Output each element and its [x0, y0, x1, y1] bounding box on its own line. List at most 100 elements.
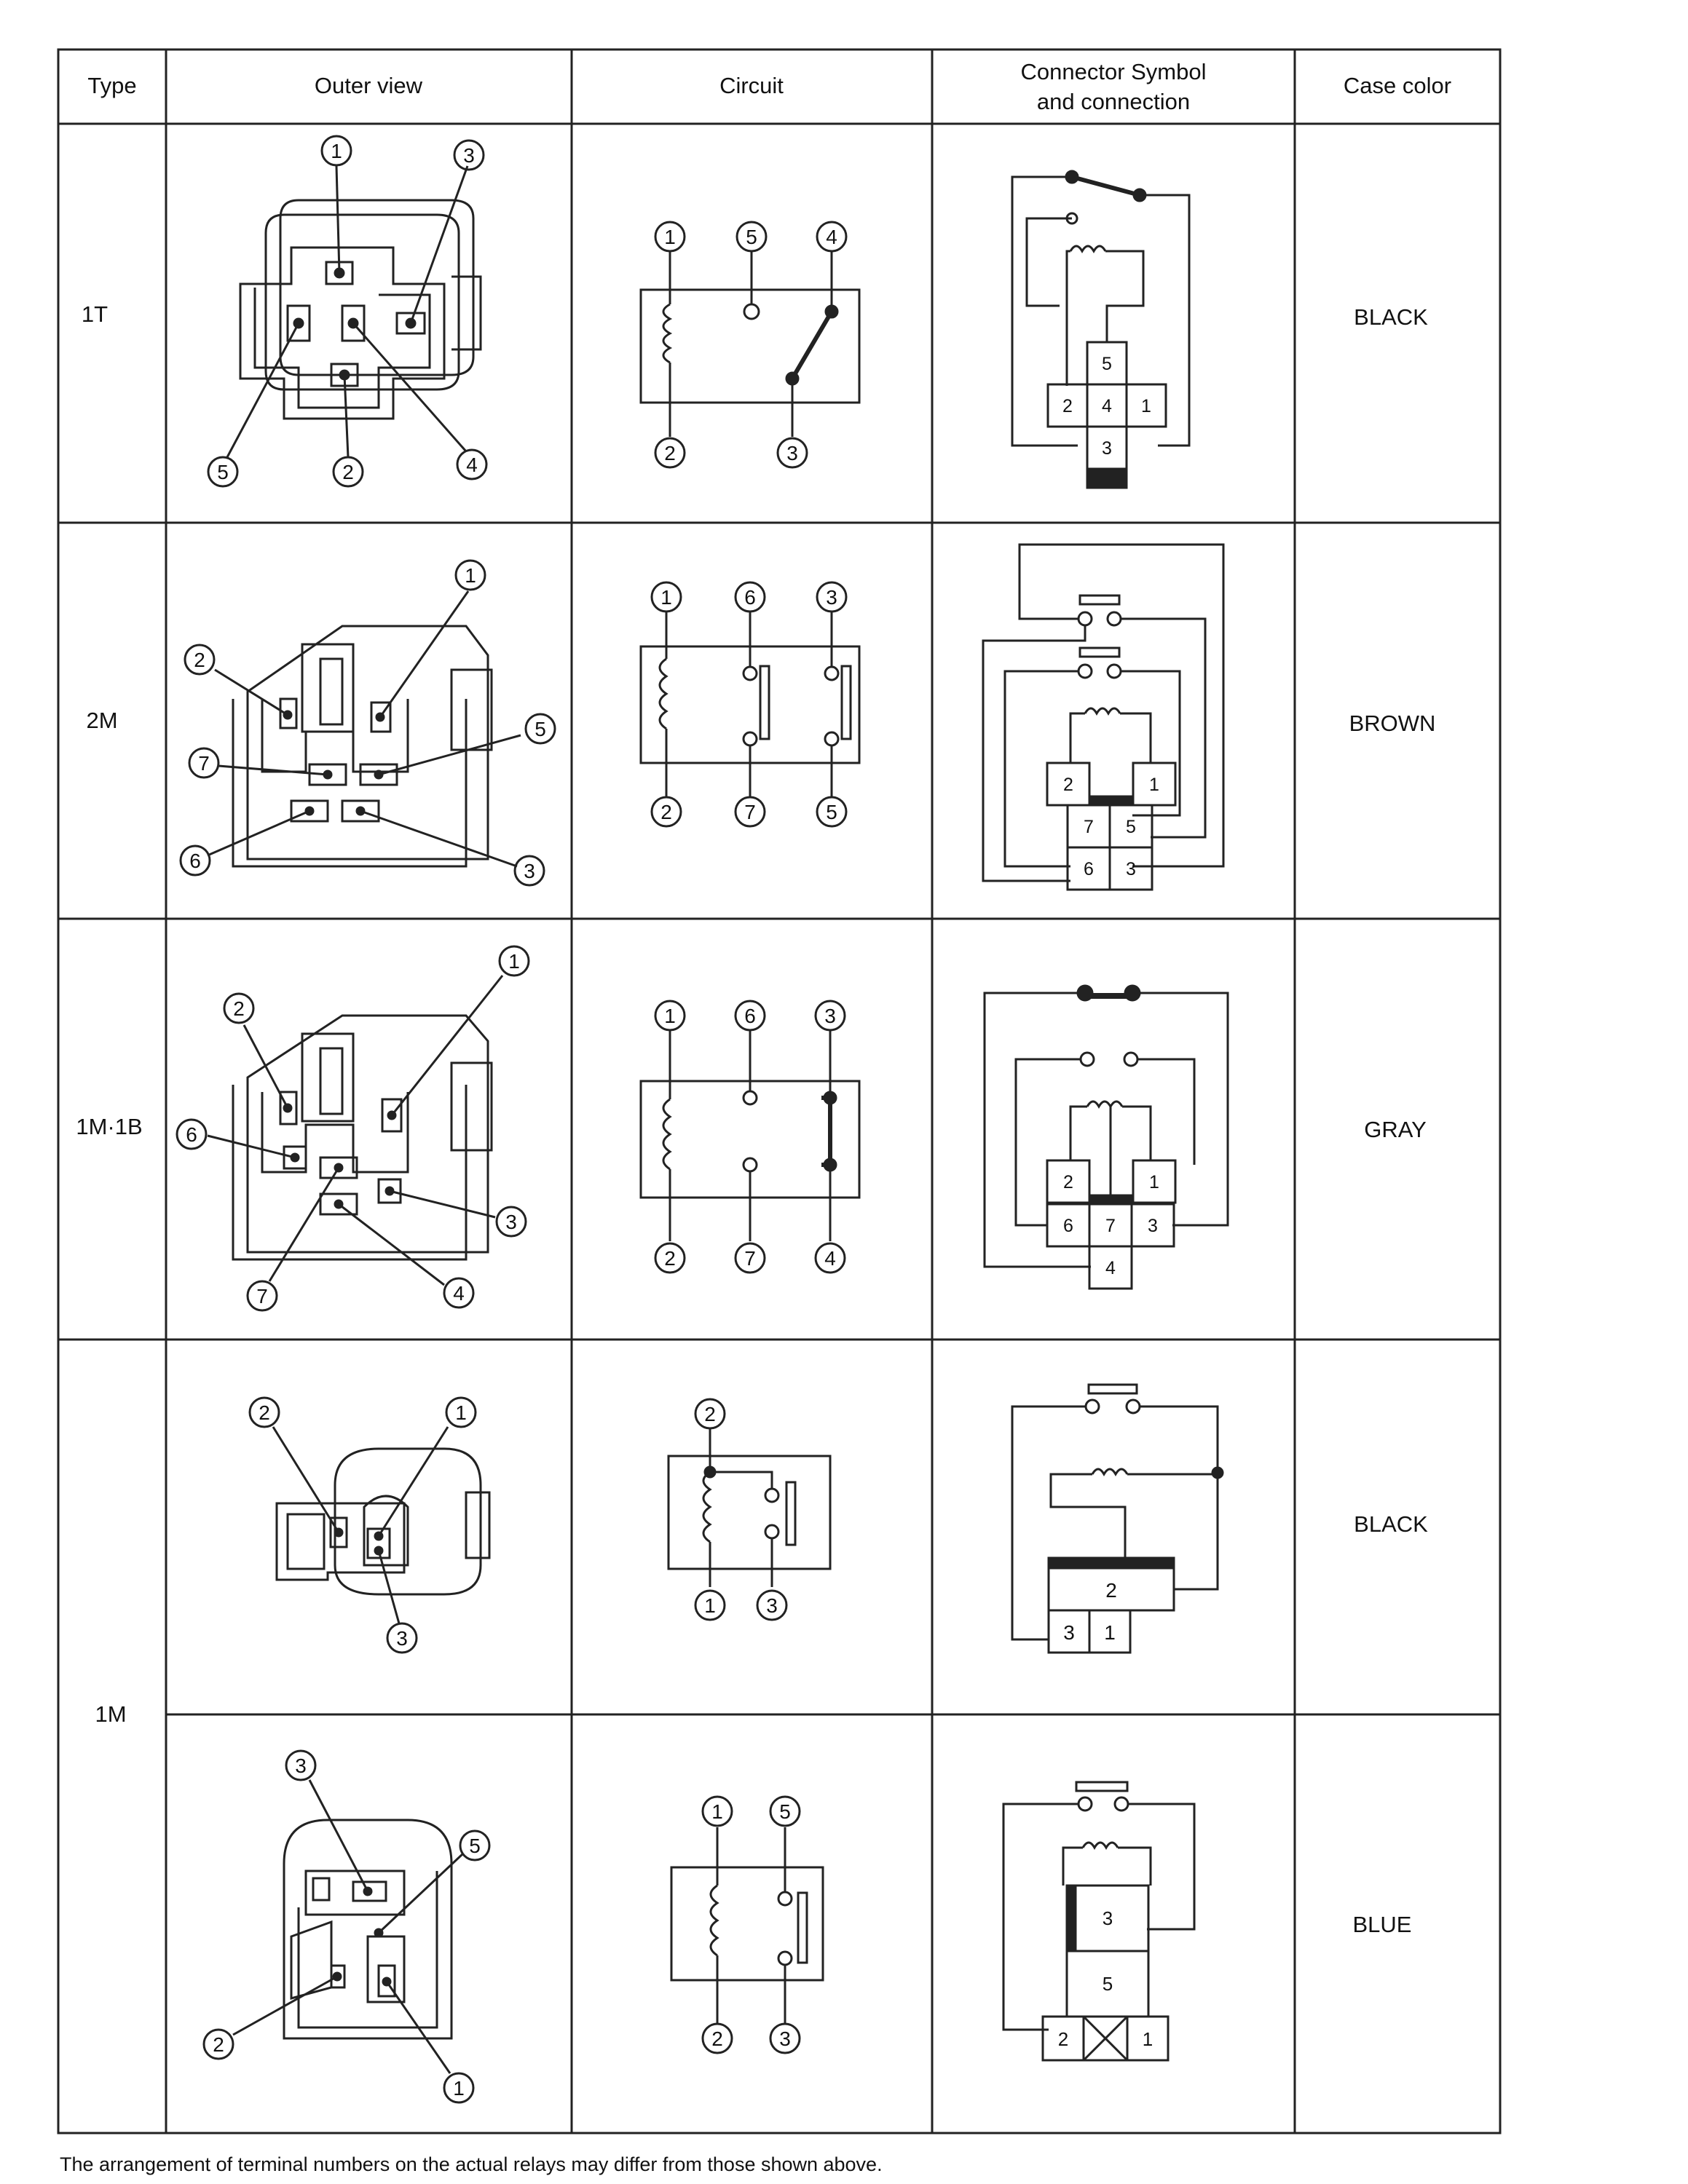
outer-labels-1t: 1 3 5 2 4	[207, 135, 488, 488]
connector-1m-black	[1011, 1383, 1224, 1654]
circuit-1m-blue-terminal: 3	[779, 2027, 791, 2050]
connector-1m-black-cell: 1	[1104, 1621, 1116, 1644]
outer-1m1b-label: 6	[186, 1123, 197, 1146]
connector-1m-blue	[1002, 1781, 1196, 2062]
outer-1m1b-label: 2	[233, 997, 245, 1020]
connector-cells-1m1b: 2 1 6 7 3 4	[1063, 1172, 1159, 1278]
connector-2m-cell: 2	[1063, 775, 1073, 795]
connector-1m1b-cell: 7	[1105, 1216, 1116, 1236]
circuit-terminals-1m-black: 2 1 3	[694, 1398, 788, 1621]
circuit-terminals-1m1b: 1 6 3 2 7 4	[654, 1000, 846, 1274]
type-1m: 1M	[95, 1701, 126, 1727]
circuit-1m1b-terminal: 7	[744, 1247, 756, 1270]
connector-1t-cell: 5	[1102, 354, 1112, 374]
circuit-1m-blue-terminal: 1	[711, 1800, 723, 1823]
connector-2m-cell: 5	[1126, 817, 1136, 837]
case-color-blue: BLUE	[1353, 1912, 1412, 1937]
connector-2m-cell: 6	[1084, 859, 1094, 879]
case-color-brown: BROWN	[1349, 711, 1436, 736]
circuit-1m-blue-terminal: 2	[711, 2027, 723, 2050]
outer-1m1b-label: 7	[256, 1285, 268, 1307]
connector-1t-cell: 1	[1141, 396, 1151, 416]
case-color-black: BLACK	[1354, 304, 1428, 330]
connector-1m-black-cell: 2	[1105, 1579, 1117, 1602]
connector-1m1b	[983, 984, 1229, 1290]
circuit-1m1b	[639, 1030, 861, 1241]
outer-1t-label: 1	[331, 140, 342, 162]
outer-2m-label: 2	[194, 649, 205, 671]
table-grid	[57, 48, 1502, 2134]
connector-1m-blue-cell: 3	[1103, 1907, 1113, 1929]
circuit-1t-terminal: 5	[746, 226, 757, 248]
circuit-2m-terminal: 7	[744, 801, 756, 823]
header-connector-line1: Connector Symbol	[1020, 59, 1206, 84]
circuit-2m	[639, 612, 861, 797]
circuit-1t-terminal: 4	[826, 226, 837, 248]
connector-1t-cell: 4	[1102, 396, 1112, 416]
outer-1m1b-label: 1	[508, 950, 520, 973]
outer-1m-black-label: 3	[396, 1627, 408, 1650]
connector-2m-cell: 1	[1149, 775, 1159, 795]
connector-cells-1m-blue: 3 5 2 1	[1058, 1907, 1153, 2050]
circuit-1m-black-terminal: 2	[704, 1403, 716, 1425]
table-header: Type Outer view Circuit Connector Symbol…	[87, 59, 1451, 114]
circuit-1t	[639, 251, 861, 437]
header-circuit: Circuit	[719, 73, 784, 98]
outer-1m-black-label: 2	[259, 1401, 270, 1424]
footnote: The arrangement of terminal numbers on t…	[60, 2153, 883, 2175]
connector-cells-1t: 5 2 4 1 3	[1062, 354, 1151, 459]
connector-1m-blue-cell: 2	[1058, 2028, 1068, 2050]
circuit-1m-black	[667, 1428, 832, 1587]
outer-1t-label: 4	[466, 454, 478, 476]
connector-1t-cell: 2	[1062, 396, 1073, 416]
case-color-gray: GRAY	[1364, 1117, 1427, 1142]
outer-2m-label: 7	[198, 752, 210, 775]
circuit-1m-blue	[670, 1827, 824, 2024]
circuit-terminals-1m-blue: 1 5 2 3	[701, 1795, 801, 2054]
circuit-2m-terminal: 5	[826, 801, 837, 823]
connector-cells-1m-black: 2 3 1	[1063, 1579, 1117, 1644]
header-outer-view: Outer view	[315, 73, 423, 98]
outer-1m1b-label: 4	[453, 1282, 465, 1305]
outer-labels-1m1b: 1 2 6 3 7 4	[175, 945, 530, 1312]
connector-1m1b-cell: 3	[1148, 1216, 1158, 1236]
connector-1m1b-cell: 2	[1063, 1172, 1073, 1192]
type-1t: 1T	[82, 301, 108, 327]
circuit-2m-terminal: 1	[660, 586, 672, 609]
connector-cells-2m: 2 1 7 5 6 3	[1063, 775, 1159, 879]
outer-1m-blue-label: 1	[453, 2077, 465, 2100]
connector-1t	[1011, 170, 1191, 489]
circuit-1t-terminal: 3	[786, 442, 798, 464]
type-column: 1T 2M 1M·1B 1M	[76, 301, 142, 1727]
connector-2m	[982, 543, 1225, 891]
type-2m: 2M	[86, 708, 117, 733]
circuit-1m-black-terminal: 1	[704, 1594, 716, 1617]
connector-1m1b-cell: 1	[1149, 1172, 1159, 1192]
circuit-terminals-2m: 1 6 3 2 7 5	[650, 581, 848, 828]
circuit-1m1b-terminal: 2	[664, 1247, 676, 1270]
type-1m-1b: 1M·1B	[76, 1114, 142, 1139]
connector-1m-blue-cell: 1	[1143, 2028, 1153, 2050]
case-color-black-2: BLACK	[1354, 1511, 1428, 1537]
circuit-2m-terminal: 6	[744, 586, 756, 609]
outer-1m-blue-label: 2	[213, 2033, 224, 2056]
circuit-1m-black-terminal: 3	[766, 1594, 778, 1617]
circuit-1m1b-terminal: 4	[824, 1247, 836, 1270]
circuit-1m1b-terminal: 3	[824, 1005, 836, 1027]
connector-1m1b-cell: 4	[1105, 1258, 1116, 1278]
outer-view-1m-blue	[232, 1779, 464, 2074]
outer-view-1m1b	[207, 975, 504, 1286]
connector-1t-cell: 3	[1102, 438, 1112, 459]
header-connector-line2: and connection	[1037, 89, 1190, 114]
outer-1t-label: 5	[217, 461, 229, 483]
outer-view-1m-black	[272, 1426, 491, 1624]
circuit-terminals-1t: 1 5 4 2 3	[654, 221, 848, 469]
outer-1t-label: 3	[463, 144, 475, 167]
outer-2m-label: 6	[189, 850, 201, 872]
connector-1m1b-cell: 6	[1063, 1216, 1073, 1236]
connector-1m-black-cell: 3	[1063, 1621, 1075, 1644]
circuit-2m-terminal: 3	[826, 586, 837, 609]
case-color-column: BLACK BROWN GRAY BLACK BLUE	[1349, 304, 1436, 1937]
outer-view-2m	[207, 590, 521, 868]
